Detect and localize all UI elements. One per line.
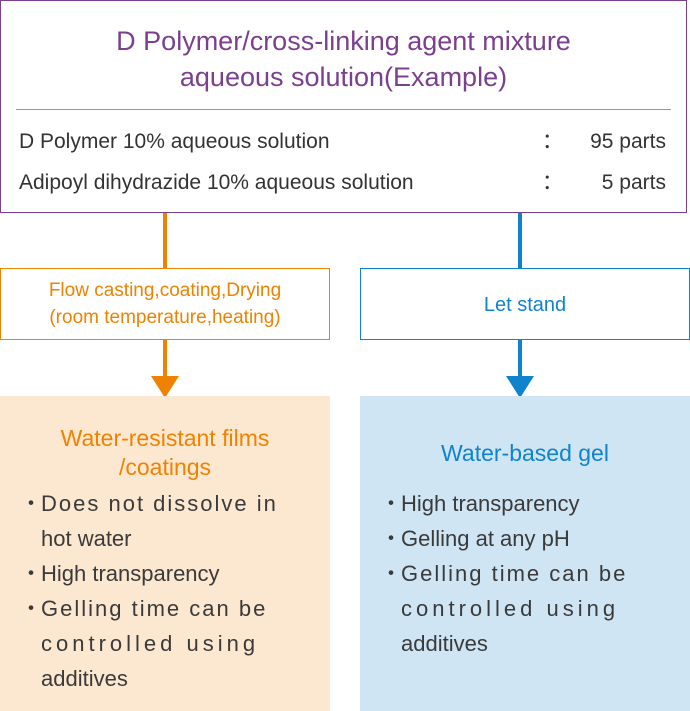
list-item: ・ High transparency (20, 556, 316, 591)
mixture-row-amount: 5 parts (601, 171, 666, 194)
mixture-row-name: Adipoyl dihydrazide 10% aqueous solution (19, 171, 414, 194)
list-item: ・ Gelling time can be controlled using a… (380, 556, 676, 661)
mixture-row-colon: ： (542, 171, 563, 194)
bullet-text-line: Does not dissolve in (41, 491, 278, 516)
right-connector-line (518, 213, 522, 268)
left-bullet-list: ・ Does not dissolve in hot water ・ High … (20, 486, 316, 696)
bullet-text-line: High transparency (401, 491, 580, 516)
bullet-marker: ・ (380, 561, 403, 586)
left-result-panel: Water-resistant films /coatings ・ Does n… (0, 396, 330, 711)
right-arrow-shaft (518, 340, 522, 378)
mixture-row-name: D Polymer 10% aqueous solution (19, 130, 330, 153)
right-bullet-list: ・ High transparency ・ Gelling at any pH … (380, 486, 676, 661)
left-connector-line (163, 213, 167, 268)
mixture-row: Adipoyl dihydrazide 10% aqueous solution… (1, 168, 686, 198)
bullet-text-line: hot water (41, 526, 132, 551)
bullet-text-line: controlled using (41, 631, 260, 656)
mixture-divider (16, 109, 671, 110)
bullet-text-line: Gelling time can be (401, 561, 628, 586)
bullet-marker: ・ (380, 491, 403, 516)
mixture-box: D Polymer/cross-linking agent mixture aq… (0, 0, 687, 213)
bullet-text-line: additives (401, 631, 488, 656)
list-item: ・ High transparency (380, 486, 676, 521)
bullet-text-line: additives (41, 666, 128, 691)
mixture-title-line1: D Polymer/cross-linking agent mixture (116, 26, 571, 56)
mixture-row-amount: 95 parts (590, 130, 666, 153)
bullet-marker: ・ (20, 561, 43, 586)
right-process-box: Let stand (360, 268, 690, 340)
list-item: ・ Does not dissolve in hot water (20, 486, 316, 556)
bullet-text-line: controlled using (401, 596, 620, 621)
left-result-title-line2: /coatings (118, 454, 212, 480)
mixture-title-line2: aqueous solution(Example) (179, 62, 508, 92)
bullet-marker: ・ (380, 526, 403, 551)
right-process-label: Let stand (483, 294, 567, 316)
right-arrow-head (506, 376, 534, 398)
bullet-text-line: Gelling at any pH (401, 526, 570, 551)
right-result-panel: Water-based gel ・ High transparency ・ Ge… (360, 396, 690, 711)
bullet-marker: ・ (20, 491, 43, 516)
list-item: ・ Gelling time can be controlled using a… (20, 591, 316, 696)
left-arrow-shaft (163, 340, 167, 378)
left-process-line2: (room temperature,heating) (49, 307, 281, 328)
left-result-title-line1: Water-resistant films (60, 425, 270, 451)
mixture-row: D Polymer 10% aqueous solution ： 95 part… (1, 127, 686, 157)
bullet-marker: ・ (20, 596, 43, 621)
left-process-line1: Flow casting,coating,Drying (48, 280, 282, 301)
mixture-row-colon: ： (542, 130, 563, 153)
left-process-box: Flow casting,coating,Drying (room temper… (0, 268, 330, 340)
bullet-text-line: High transparency (41, 561, 220, 586)
right-result-title: Water-based gel (441, 440, 609, 466)
list-item: ・ Gelling at any pH (380, 521, 676, 556)
left-arrow-head (151, 376, 179, 398)
bullet-text-line: Gelling time can be (41, 596, 268, 621)
